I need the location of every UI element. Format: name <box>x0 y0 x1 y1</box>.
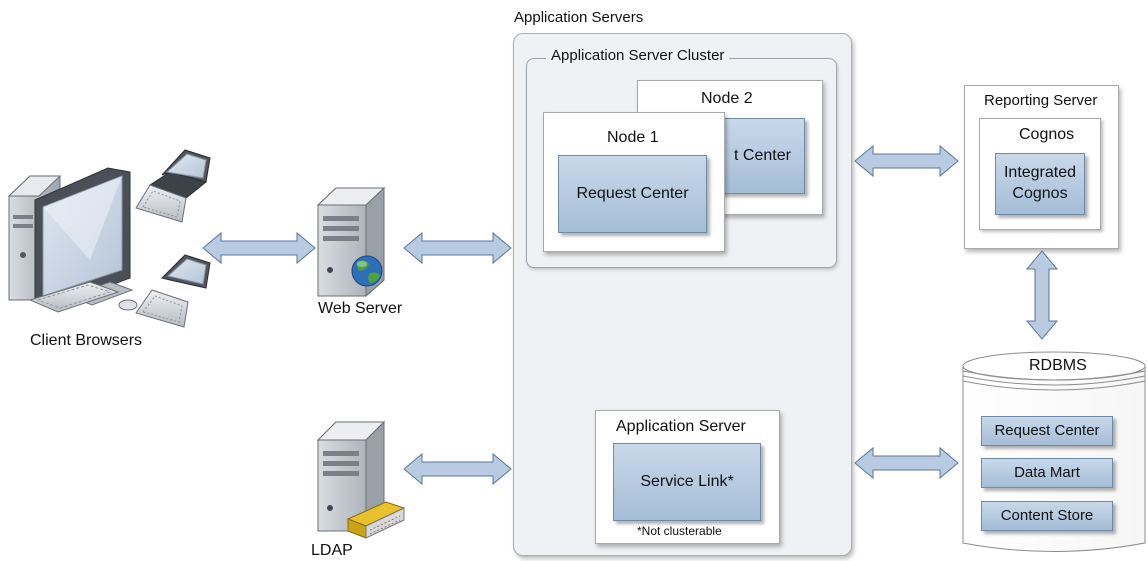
laptop-icon <box>135 254 211 328</box>
server-icon <box>316 420 386 533</box>
reporting-server-title: Reporting Server <box>984 92 1098 109</box>
app-server-title: Application Server <box>616 418 746 435</box>
node2-title: Node 2 <box>701 90 753 107</box>
desktop-computer-icon <box>7 167 138 313</box>
globe-icon <box>351 255 383 287</box>
cognos-title: Cognos <box>1019 126 1075 143</box>
ldap-label: LDAP <box>311 542 353 559</box>
app-servers-title: Application Servers <box>514 9 644 26</box>
laptop-icon <box>135 149 211 223</box>
service-link-box: Service Link* <box>613 443 761 521</box>
arrow-web-appservers <box>403 231 512 265</box>
rdbms-title: RDBMS <box>1029 357 1087 374</box>
arrow-ldap-appservers <box>403 452 512 486</box>
service-link-label: Service Link* <box>640 472 734 490</box>
rdbms-data-mart-box: Data Mart <box>981 458 1113 488</box>
arrow-clients-web <box>202 231 316 265</box>
rdbms-data-mart-label: Data Mart <box>1014 464 1080 482</box>
not-clusterable-note: *Not clusterable <box>637 524 722 538</box>
node1-request-center-box: Request Center <box>558 155 707 233</box>
node1-box-label: Request Center <box>576 184 689 202</box>
integrated-cognos-label: Integrated Cognos <box>1003 164 1077 202</box>
integrated-cognos-box: Integrated Cognos <box>995 153 1085 215</box>
arrow-appservers-reporting <box>854 144 959 178</box>
node1-title: Node 1 <box>607 129 659 146</box>
arrow-appserver-rdbms <box>854 446 959 480</box>
cluster-title: Application Server Cluster <box>546 47 730 64</box>
directory-icon <box>346 501 406 539</box>
web-server-label: Web Server <box>318 300 403 317</box>
rdbms-request-center-box: Request Center <box>981 416 1113 446</box>
rdbms-content-store-box: Content Store <box>981 501 1113 531</box>
rdbms-content-store-label: Content Store <box>1000 507 1094 525</box>
rdbms-request-center-label: Request Center <box>994 422 1100 440</box>
node2-box-label: t Center <box>734 146 791 164</box>
client-browsers-label: Client Browsers <box>30 332 143 349</box>
arrow-reporting-rdbms <box>1025 250 1059 340</box>
